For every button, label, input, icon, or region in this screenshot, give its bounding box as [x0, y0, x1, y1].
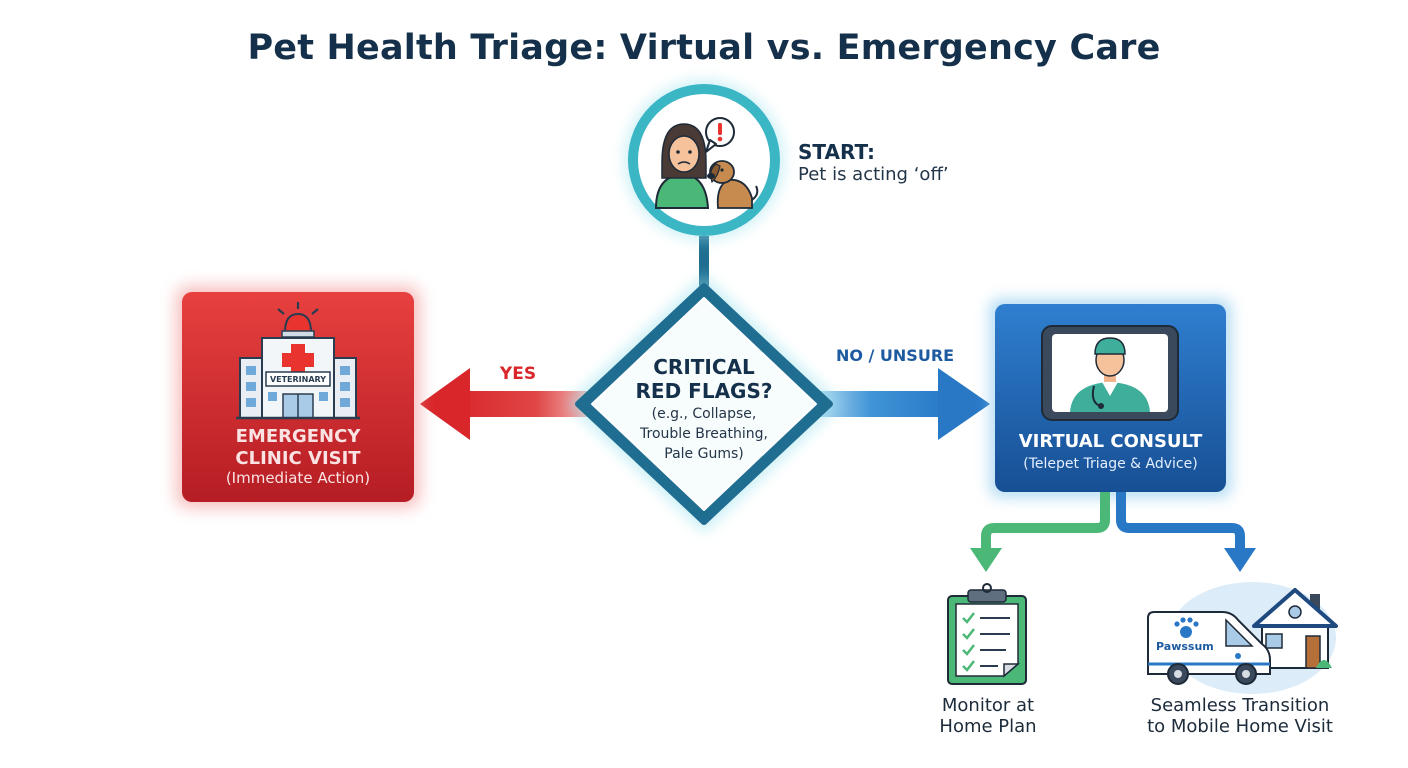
- monitor-label-line-2: Home Plan: [939, 716, 1037, 737]
- decision-question: CRITICAL RED FLAGS?: [604, 355, 804, 403]
- monitor-at-home-label: Monitor at Home Plan: [918, 695, 1058, 737]
- mobile-vet-van-house-icon: [1147, 582, 1338, 694]
- decision-question-line-1: CRITICAL: [653, 355, 755, 379]
- dog-icon: [707, 160, 759, 209]
- worried-owner-icon: [654, 123, 710, 209]
- alert-bubble-icon: [705, 117, 735, 153]
- veterinary-sign-text: VETERINARY: [269, 375, 327, 384]
- diagram-title: Pet Health Triage: Virtual vs. Emergency…: [247, 28, 1161, 68]
- emergency-title-line-1: EMERGENCY: [235, 426, 361, 447]
- emergency-subtitle: (Immediate Action): [225, 469, 371, 487]
- mobile-home-visit-label: Seamless Transition to Mobile Home Visit: [1120, 695, 1360, 737]
- decision-example-line-3: Pale Gums): [664, 446, 744, 462]
- decision-diamond: [567, 275, 841, 533]
- monitor-connector: [970, 492, 1110, 572]
- emergency-title-line-2: CLINIC VISIT: [235, 448, 361, 469]
- decision-examples: (e.g., Collapse, Trouble Breathing, Pale…: [604, 404, 804, 464]
- mobile-label-line-2: to Mobile Home Visit: [1147, 716, 1333, 737]
- mobile-visit-connector: [1116, 492, 1256, 572]
- yes-arrow: [420, 368, 590, 440]
- mobile-label-line-1: Seamless Transition: [1150, 695, 1330, 716]
- virtual-consult-subtitle: (Telepet Triage & Advice): [1023, 456, 1198, 472]
- virtual-consult-title: VIRTUAL CONSULT: [1018, 431, 1203, 452]
- clipboard-checklist-icon: [947, 583, 1027, 685]
- decision-example-line-1: (e.g., Collapse,: [651, 406, 757, 422]
- start-connector: [699, 236, 709, 286]
- decision-example-line-2: Trouble Breathing,: [640, 426, 768, 442]
- start-label: START:: [798, 140, 876, 164]
- monitor-label-line-1: Monitor at: [941, 695, 1035, 716]
- telehealth-vet-icon: [1041, 325, 1179, 421]
- no-arrow: [820, 368, 990, 440]
- van-brand-text: Pawssum: [1156, 640, 1214, 653]
- veterinary-hospital-icon: [236, 302, 360, 420]
- yes-label: YES: [499, 364, 537, 384]
- no-unsure-label: NO / UNSURE: [835, 346, 955, 365]
- start-description: Pet is acting ‘off’: [798, 164, 949, 185]
- emergency-title: EMERGENCY CLINIC VISIT: [182, 426, 414, 470]
- decision-question-line-2: RED FLAGS?: [635, 379, 773, 403]
